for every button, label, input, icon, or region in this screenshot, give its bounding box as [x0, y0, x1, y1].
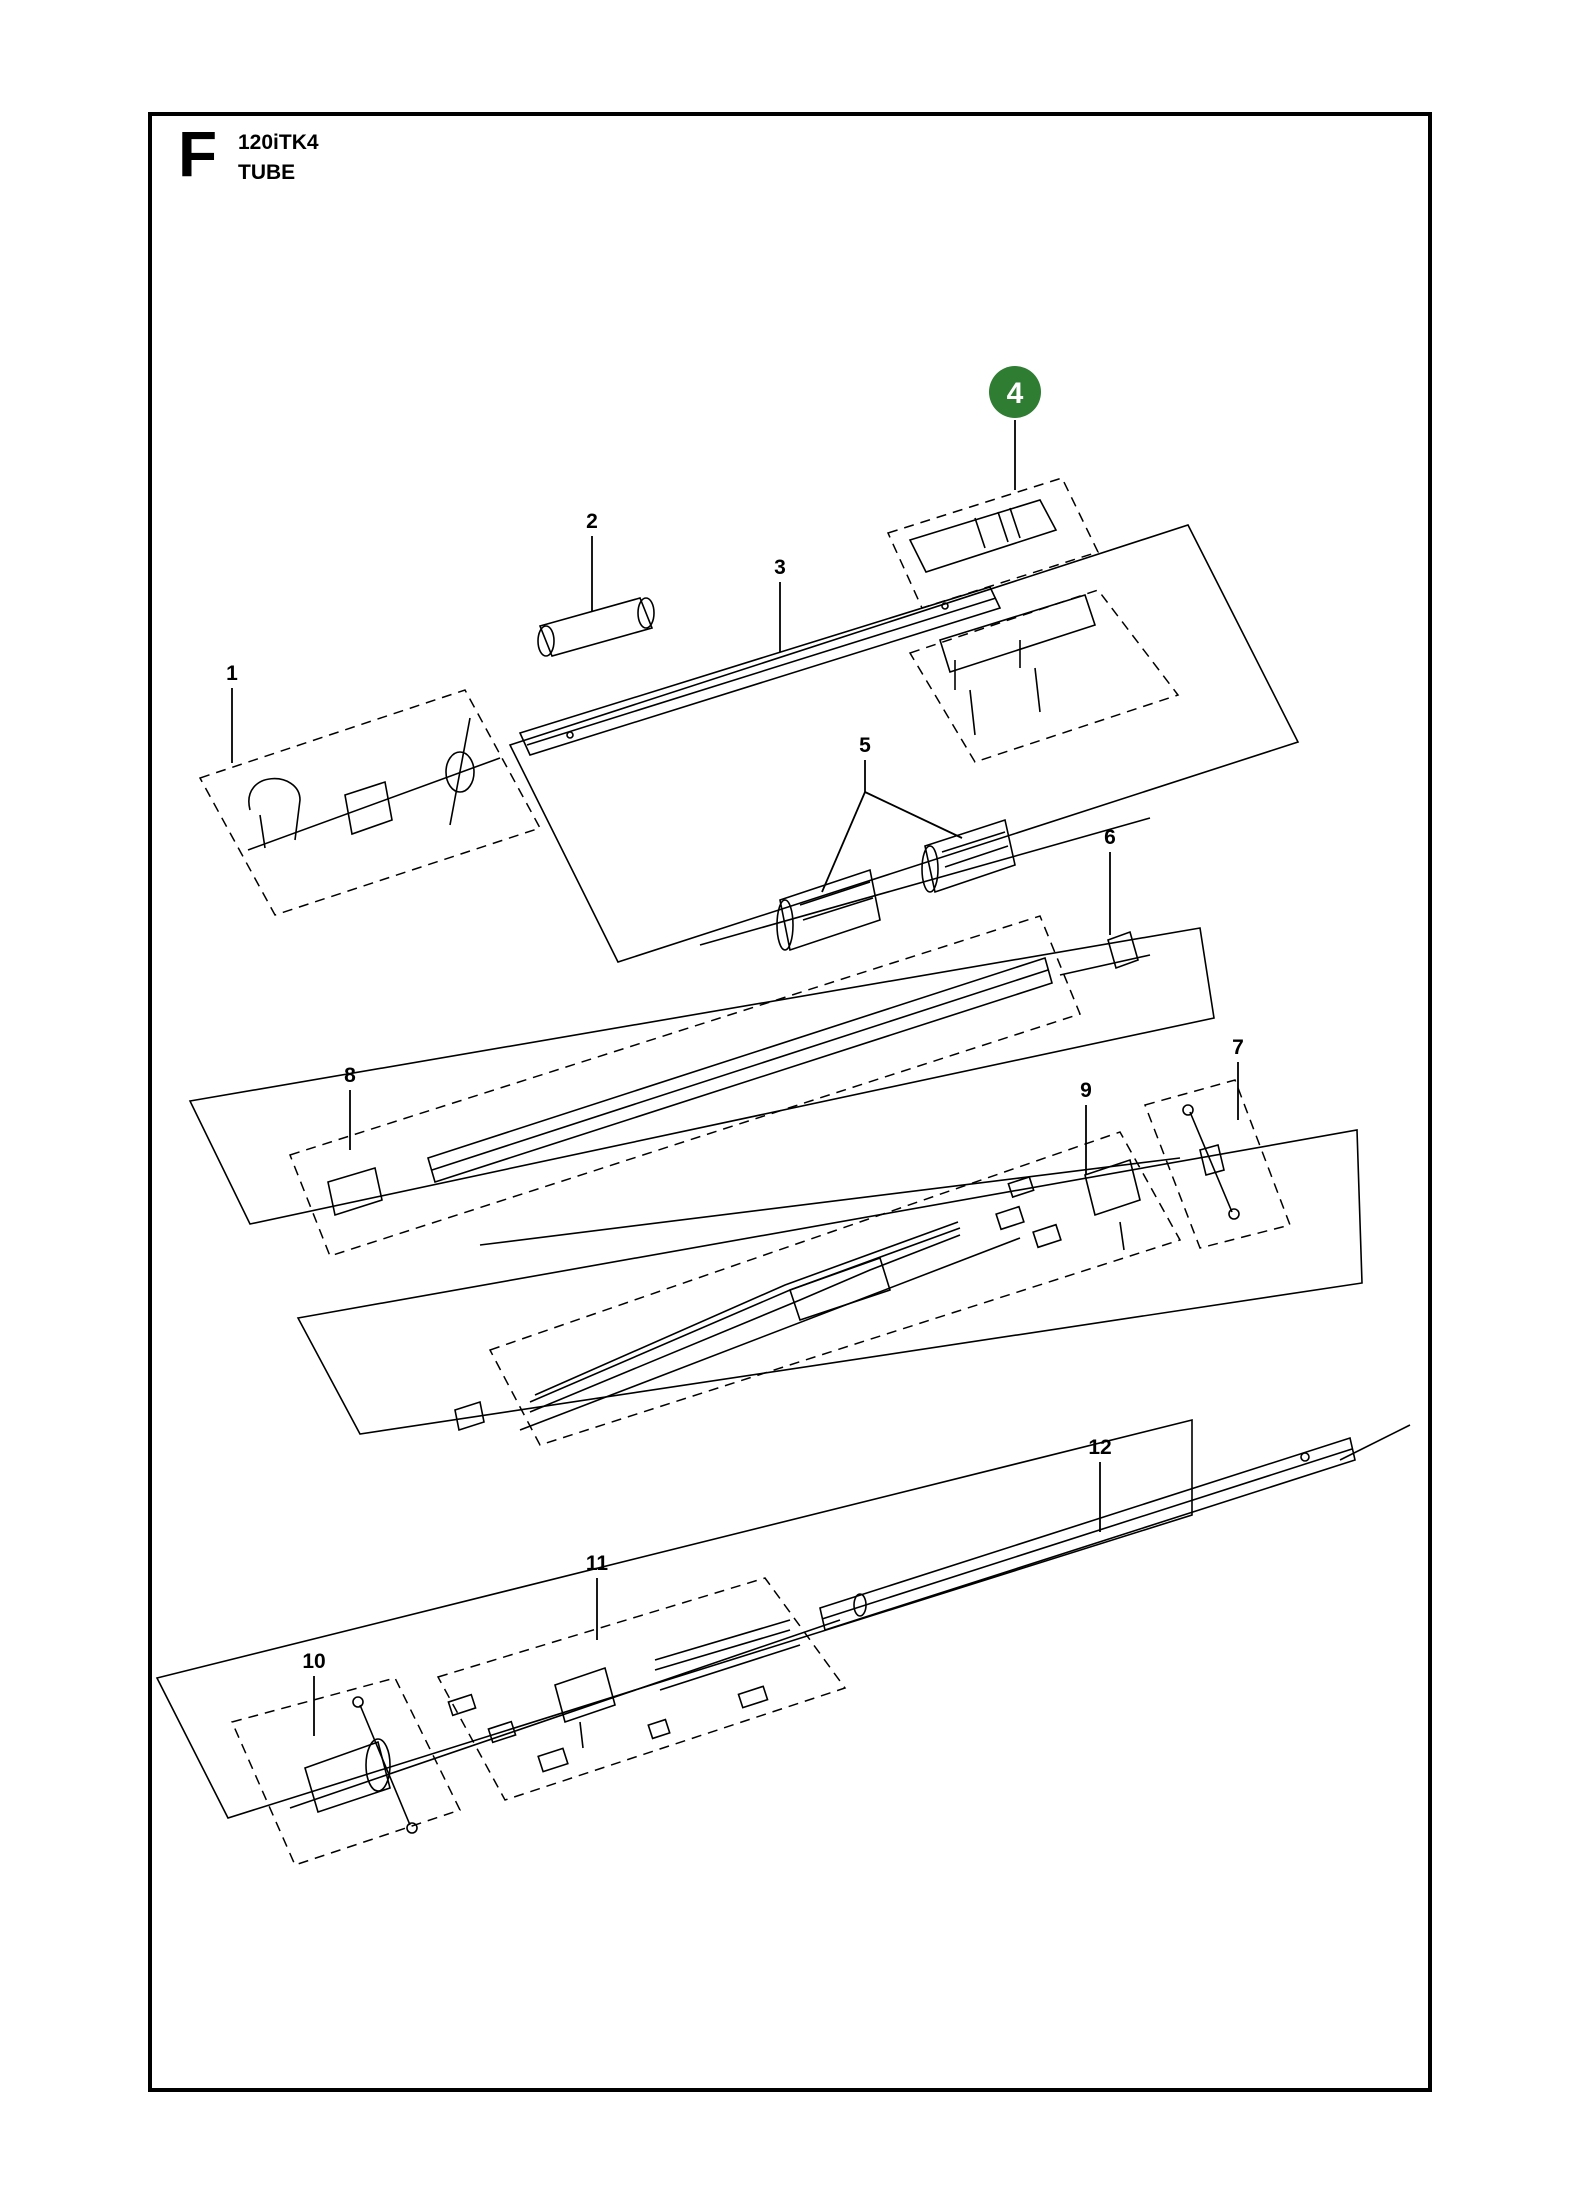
- callout-2: 2: [586, 510, 598, 533]
- group-dash-10: [230, 1677, 462, 1866]
- part-2-sleeve-end: [537, 625, 555, 657]
- plane-upper: [508, 524, 1300, 963]
- callout-1: 1: [226, 662, 238, 685]
- part-1-clamp: [248, 777, 301, 849]
- part-9-connector: [1084, 1158, 1141, 1217]
- axis-12: [1339, 1424, 1411, 1461]
- axis-wire: [519, 1237, 1021, 1431]
- callout-11: 11: [586, 1552, 609, 1575]
- callout-5: 5: [859, 734, 871, 757]
- group-dash-4b: [908, 589, 1180, 763]
- section-letter: F: [178, 118, 218, 190]
- callout-7: 7: [1232, 1036, 1244, 1059]
- part-10-housing: [304, 1740, 391, 1814]
- part-1-ring: [445, 751, 475, 793]
- highlight-badge: [989, 366, 1041, 418]
- part-8-tube: [427, 956, 1053, 1184]
- axis-9: [479, 1157, 1181, 1246]
- part-1-spacer: [344, 780, 393, 836]
- callout-12: 12: [1088, 1436, 1111, 1459]
- plane-bottom: [155, 1418, 1193, 1819]
- callout-8: 8: [344, 1064, 356, 1087]
- part-9-block: [454, 1400, 485, 1432]
- part-11-connector: [554, 1666, 616, 1724]
- part-7-bracket: [1199, 1144, 1225, 1176]
- callout-10: 10: [302, 1650, 325, 1673]
- callout-6: 6: [1104, 826, 1116, 849]
- part-5-grip-left: [779, 868, 881, 952]
- group-dash-4a: [886, 477, 1100, 609]
- part-9-harness: [529, 1234, 961, 1413]
- part-2-sleeve: [538, 597, 654, 657]
- part-4-housing: [938, 594, 1097, 674]
- group-dash-8: [289, 915, 1082, 1257]
- axis-6: [1059, 954, 1151, 976]
- part-9-sheath: [788, 1256, 891, 1322]
- group-dash-11: [436, 1577, 847, 1801]
- plane-lower: [296, 1129, 1363, 1435]
- drawing-frame: [148, 112, 1432, 2092]
- part-6-clip: [1107, 930, 1139, 970]
- model-name: 120iTK4: [238, 131, 319, 154]
- part-5-grip-right: [924, 818, 1016, 894]
- group-dash-7: [1144, 1079, 1291, 1249]
- group-dash-9: [488, 1131, 1182, 1446]
- part-8-end-fitting: [327, 1166, 383, 1217]
- part-4-connector: [908, 499, 1058, 573]
- part-12-tube: [819, 1436, 1356, 1632]
- callout-3: 3: [774, 556, 786, 579]
- group-dash-1: [198, 689, 542, 916]
- axis-5: [699, 817, 1151, 946]
- callout-9: 9: [1080, 1079, 1092, 1102]
- part-3-tube: [518, 586, 1002, 756]
- axis-11: [289, 1619, 841, 1809]
- plane-middle: [188, 927, 1215, 1225]
- assembly-title: TUBE: [238, 161, 296, 184]
- axis-1: [247, 757, 501, 851]
- callout-4: 4: [1007, 377, 1024, 410]
